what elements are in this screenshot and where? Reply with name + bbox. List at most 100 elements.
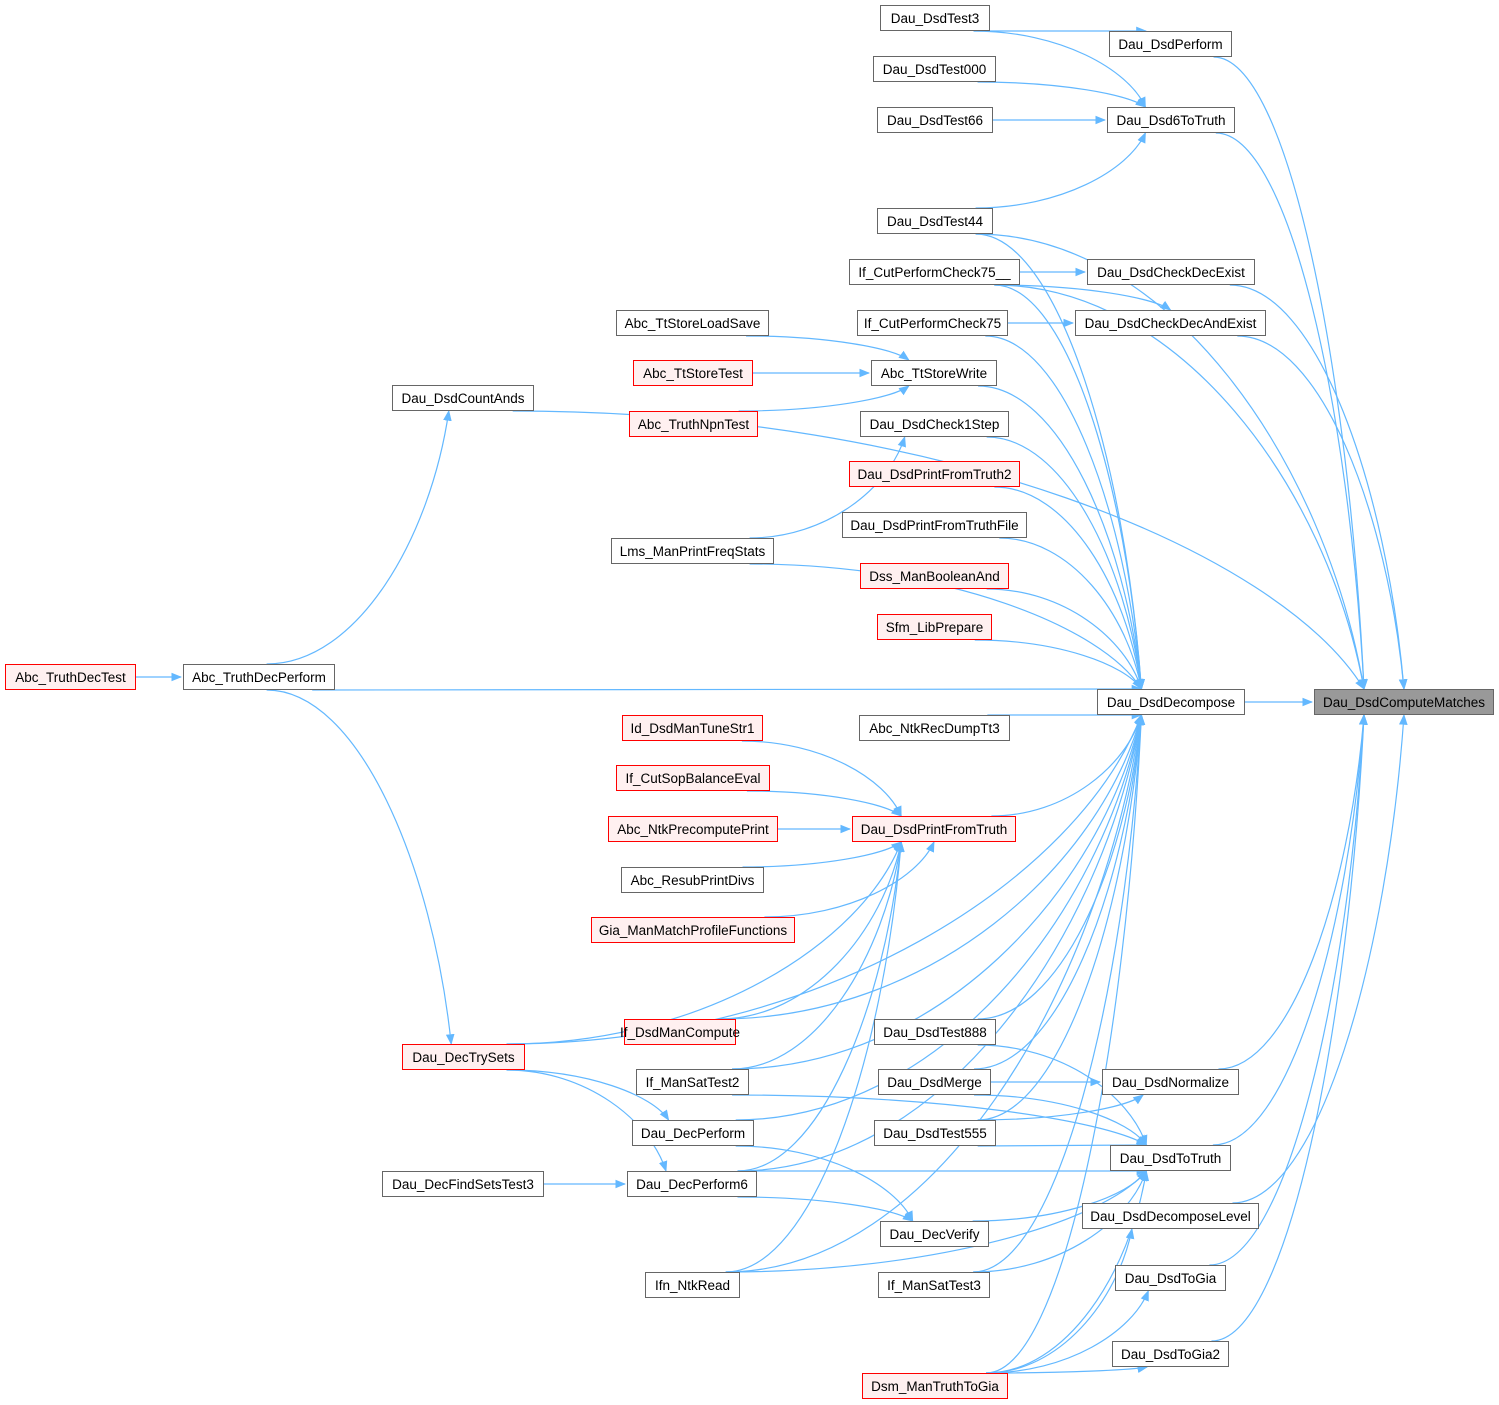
edge-ifcpc75u-to-cdae <box>994 284 1172 311</box>
edge-t44-to-d6tt <box>975 132 1146 209</box>
node-id-dsdmantunestr1[interactable]: Id_DsdManTuneStr1 <box>622 715 763 741</box>
edge-lms-to-check1 <box>749 435 906 539</box>
node-dau-dsdperform[interactable]: Dau_DsdPerform <box>1109 31 1232 57</box>
edge-ttloadsave-to-ttwrite <box>746 335 910 361</box>
node-dau-dsdcheckdecandexist[interactable]: Dau_DsdCheckDecAndExist <box>1075 310 1266 336</box>
edge-pftf-to-decomp <box>999 537 1144 691</box>
edge-tunestr-to-pft <box>741 740 902 817</box>
node-abc-ttstorewrite[interactable]: Abc_TtStoreWrite <box>871 360 997 386</box>
edge-trysets-to-decperf6 <box>506 1069 668 1173</box>
node-dss-manbooleanand[interactable]: Dss_ManBooleanAnd <box>860 563 1009 589</box>
edge-merge-to-decomp <box>974 713 1145 1070</box>
node-dau-dsdtest000[interactable]: Dau_DsdTest000 <box>873 56 996 82</box>
node-dau-dsd6totruth[interactable]: Dau_Dsd6ToTruth <box>1107 107 1235 133</box>
node-dau-decfindsetstest3[interactable]: Dau_DecFindSetsTest3 <box>382 1171 544 1197</box>
edge-check1-to-decomp <box>986 436 1145 691</box>
node-dau-dsdtogia2[interactable]: Dau_DsdToGia2 <box>1112 1341 1229 1367</box>
edge-truthdecperf-to-decomp <box>312 684 1143 694</box>
node-abc-ntkrecdumptt3[interactable]: Abc_NtkRecDumpTt3 <box>859 715 1010 741</box>
node-if-cutsopbalanceeval[interactable]: If_CutSopBalanceEval <box>616 765 770 791</box>
node-dau-decperform[interactable]: Dau_DecPerform <box>632 1120 754 1146</box>
node-dau-dsdcheck1step[interactable]: Dau_DsdCheck1Step <box>860 411 1009 437</box>
edge-togia-to-root <box>1209 713 1368 1266</box>
edge-declevel-to-root <box>1232 713 1408 1204</box>
edge-dsm-to-togia <box>986 1289 1149 1374</box>
edge-ifnread-to-pft <box>725 840 905 1273</box>
edge-truthdecperf-to-trysets <box>266 689 455 1046</box>
node-dau-dsdcheckdecexist[interactable]: Dau_DsdCheckDecExist <box>1087 259 1255 285</box>
node-dau-dsdtest555[interactable]: Dau_DsdTest555 <box>874 1120 996 1146</box>
edge-t888-to-decomp <box>977 713 1145 1020</box>
edge-decperf-to-verify <box>735 1145 914 1222</box>
node-sfm-libprepare[interactable]: Sfm_LibPrepare <box>877 614 992 640</box>
edge-t888-to-totruth <box>977 1044 1148 1147</box>
node-if-mansattest2[interactable]: If_ManSatTest2 <box>636 1069 749 1095</box>
edge-lms-to-decomp <box>749 563 1142 690</box>
edge-sopbal-to-pft <box>746 790 903 817</box>
node-dau-dsdprintfromtruthfile[interactable]: Dau_DsdPrintFromTruthFile <box>842 512 1027 538</box>
node-dsm-mantruthtogia[interactable]: Dsm_ManTruthToGia <box>862 1373 1008 1399</box>
edge-t555-to-decomp <box>977 713 1145 1121</box>
node-dau-decperform6[interactable]: Dau_DecPerform6 <box>627 1171 757 1197</box>
node-dau-dsdtest66[interactable]: Dau_DsdTest66 <box>877 107 993 133</box>
edge-ifcpc75-to-decomp <box>985 335 1145 691</box>
edge-trysets-to-decomp <box>506 713 1142 1045</box>
node-gia-manmatchprofilefunctions[interactable]: Gia_ManMatchProfileFunctions <box>591 917 795 943</box>
edge-ifdsm-to-pft <box>719 840 904 1020</box>
node-dau-dsdtest3[interactable]: Dau_DsdTest3 <box>880 5 990 31</box>
edge-sfm-to-decomp <box>974 639 1143 690</box>
node-dau-dsdtest888[interactable]: Dau_DsdTest888 <box>874 1019 996 1045</box>
edge-pft-to-decomp <box>991 713 1143 817</box>
edge-merge-to-totruth <box>974 1094 1147 1146</box>
node-dau-dsdcomputematches: Dau_DsdComputeMatches <box>1314 689 1494 715</box>
node-dau-dsdnormalize[interactable]: Dau_DsdNormalize <box>1102 1069 1239 1095</box>
node-abc-truthdecperform[interactable]: Abc_TruthDecPerform <box>183 664 335 690</box>
edge-t3-to-d6tt <box>973 30 1146 108</box>
node-dau-decverify[interactable]: Dau_DecVerify <box>880 1221 989 1247</box>
edge-dsm-to-decomp <box>986 713 1146 1374</box>
node-dau-dsdprintfromtruth2[interactable]: Dau_DsdPrintFromTruth2 <box>849 461 1020 487</box>
edge-ifcpc75u-to-root <box>994 284 1367 691</box>
node-abc-truthnpntest[interactable]: Abc_TruthNpnTest <box>629 411 758 437</box>
node-abc-truthdectest[interactable]: Abc_TruthDecTest <box>5 664 136 690</box>
edge-trysets-to-pft <box>506 840 902 1045</box>
edge-t555-to-norm <box>977 1094 1144 1121</box>
node-lms-manprintfreqstats[interactable]: Lms_ManPrintFreqStats <box>611 538 774 564</box>
edge-sat3-to-totruth <box>973 1169 1148 1273</box>
node-dau-dsdprintfromtruth[interactable]: Dau_DsdPrintFromTruth <box>852 816 1016 842</box>
node-dau-dsdmerge[interactable]: Dau_DsdMerge <box>878 1069 991 1095</box>
node-if-cutperformcheck75[interactable]: If_CutPerformCheck75 <box>857 310 1008 336</box>
edge-sat3-to-decomp <box>973 713 1146 1273</box>
node-ifn-ntkread[interactable]: Ifn_NtkRead <box>645 1272 740 1298</box>
edge-ttwrite-to-decomp <box>978 385 1145 691</box>
edge-resub-to-pft <box>742 841 903 868</box>
edge-cdae-to-root <box>1237 335 1408 691</box>
edge-giamatch-to-pft <box>764 841 935 918</box>
edge-decperf6-to-verify <box>737 1196 914 1222</box>
edge-t000-to-d6tt <box>977 81 1147 108</box>
node-dau-dsdtogia[interactable]: Dau_DsdToGia <box>1115 1265 1226 1291</box>
node-dau-dsddecompose[interactable]: Dau_DsdDecompose <box>1097 689 1245 715</box>
edge-cde-to-root <box>1229 284 1408 691</box>
node-abc-ttstoretest[interactable]: Abc_TtStoreTest <box>633 360 753 386</box>
node-dau-dsdtotruth[interactable]: Dau_DsdToTruth <box>1110 1145 1231 1171</box>
node-if-cutperformcheck75-underscore[interactable]: If_CutPerformCheck75__ <box>849 259 1020 285</box>
edge-decperf-to-decomp <box>735 713 1144 1121</box>
node-if-mansattest3[interactable]: If_ManSatTest3 <box>878 1272 990 1298</box>
node-dau-dsdtest44[interactable]: Dau_DsdTest44 <box>877 208 993 234</box>
edge-npntest-to-ttwrite <box>738 385 910 412</box>
edge-sat2-to-totruth <box>732 1094 1148 1146</box>
node-abc-resubprintdivs[interactable]: Abc_ResubPrintDivs <box>621 867 764 893</box>
node-abc-ttstoreloadsave[interactable]: Abc_TtStoreLoadSave <box>616 310 769 336</box>
edge-dsm-to-declevel <box>986 1227 1135 1374</box>
edge-trysets-to-decperf <box>506 1069 670 1121</box>
edge-totruth-to-root <box>1212 713 1368 1146</box>
edge-norm-to-root <box>1218 713 1368 1070</box>
node-dau-dectrysets[interactable]: Dau_DecTrySets <box>402 1044 525 1070</box>
node-abc-ntkprecomputeprint[interactable]: Abc_NtkPrecomputePrint <box>608 816 778 842</box>
node-dau-dsdcountands[interactable]: Dau_DsdCountAnds <box>392 385 534 411</box>
node-if-dsdmancompute[interactable]: If_DsdManCompute <box>620 1019 740 1045</box>
node-dau-dsddecomposelevel[interactable]: Dau_DsdDecomposeLevel <box>1082 1203 1259 1229</box>
edge-truthdecperf-to-countands <box>266 409 452 665</box>
